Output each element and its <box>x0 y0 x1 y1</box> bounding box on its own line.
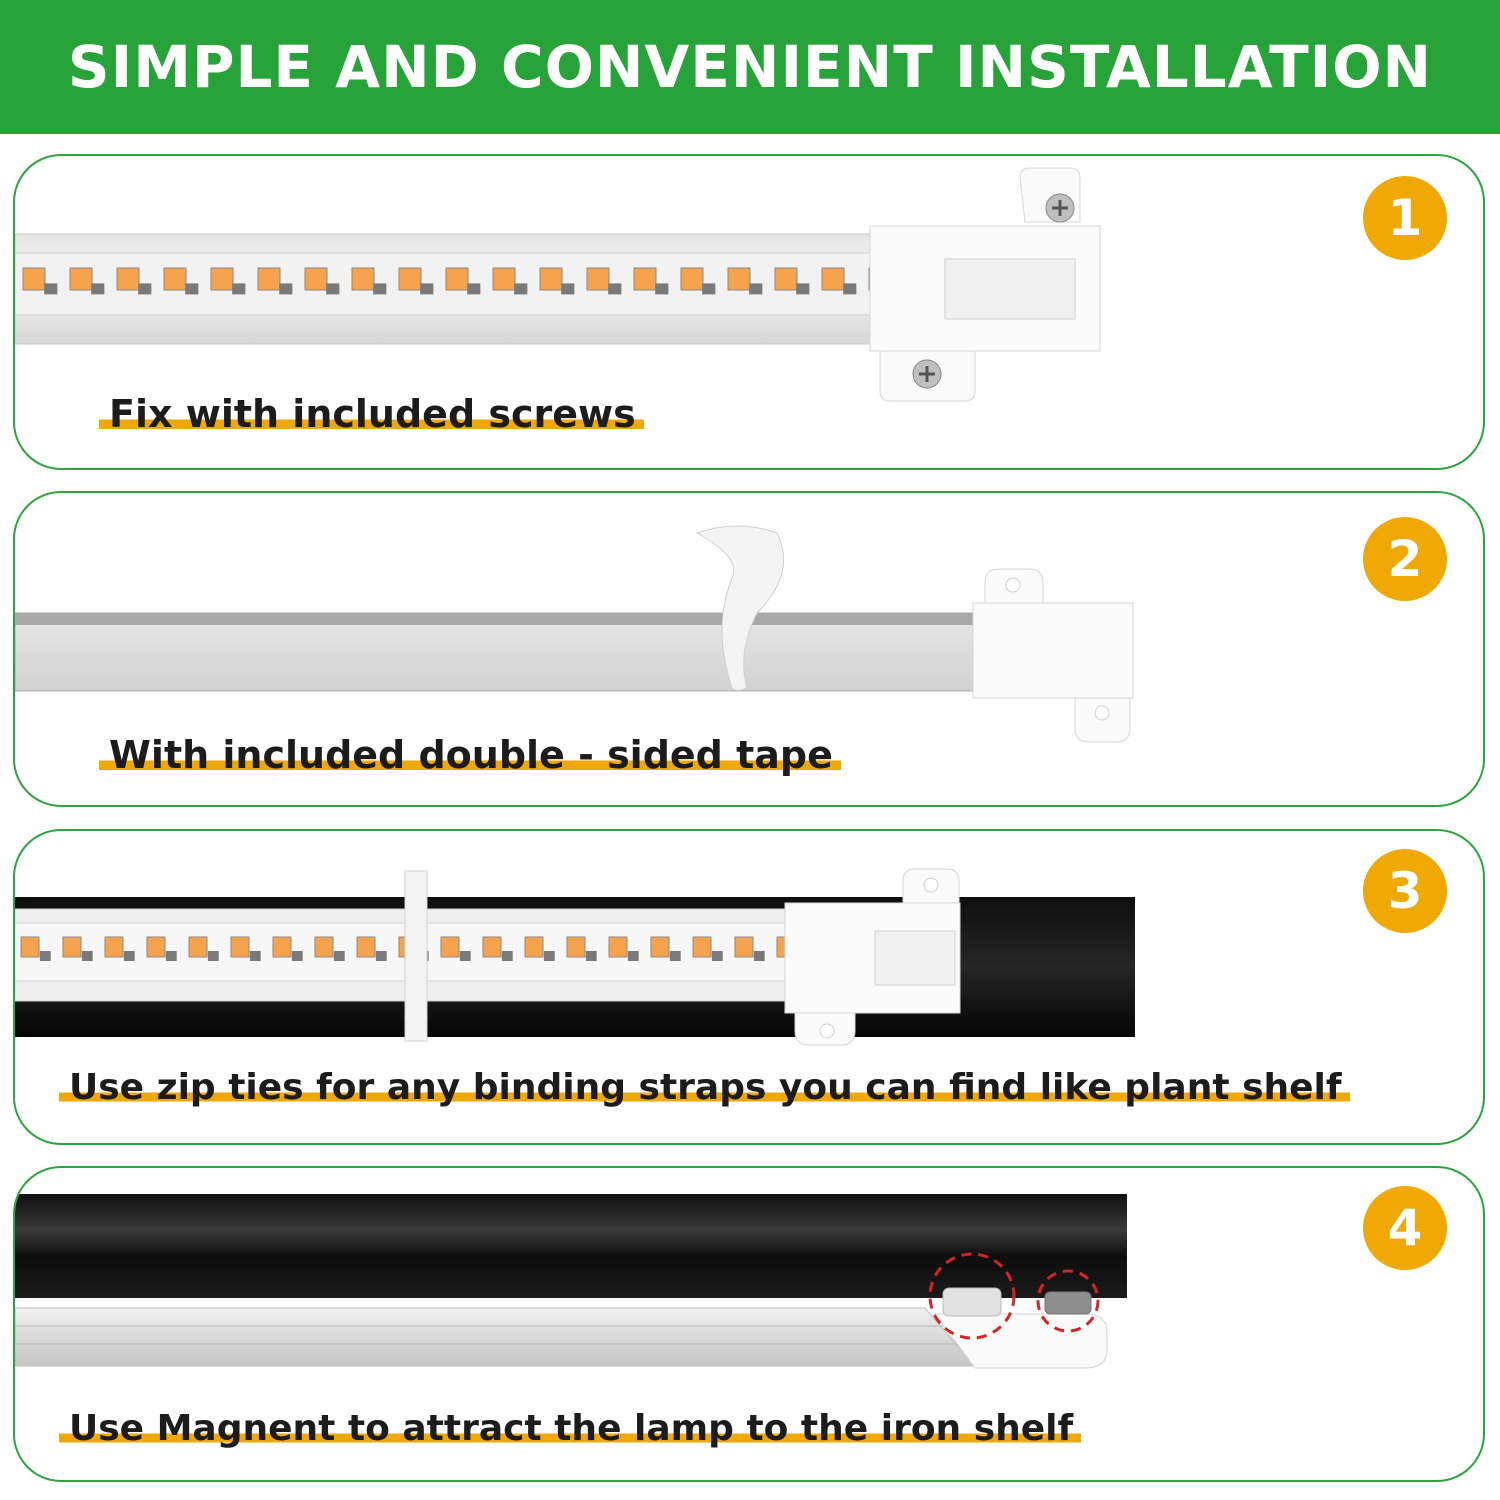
led-chip <box>727 267 751 291</box>
resistor-chip <box>185 283 199 295</box>
led-chip <box>566 936 586 958</box>
step-number-badge: 2 <box>1363 517 1447 601</box>
tape-liner <box>695 525 785 691</box>
led-strip-illustration <box>15 167 1101 402</box>
led-chip <box>539 267 563 291</box>
led-chip <box>257 267 281 291</box>
led-chip <box>314 936 334 958</box>
led-chip <box>398 267 422 291</box>
aluminum-channel <box>15 1307 977 1367</box>
led-chip <box>650 936 670 958</box>
led-chip <box>230 936 250 958</box>
step-caption: Fix with included screws <box>99 392 644 436</box>
resistor-chip <box>81 951 93 961</box>
resistor-chip <box>843 283 857 295</box>
led-chip <box>104 936 124 958</box>
step-caption: Use Magnent to attract the lamp to the i… <box>59 1408 1082 1449</box>
led-chip <box>20 936 40 958</box>
step-4-panel: 4 Use Magnent to attract the lamp to the… <box>13 1166 1485 1482</box>
led-chip <box>146 936 166 958</box>
title-banner: SIMPLE AND CONVENIENT INSTALLATION <box>0 0 1500 134</box>
resistor-chip <box>279 283 293 295</box>
magnet-illustration <box>15 1194 1127 1369</box>
magnet-highlight-circle <box>1036 1269 1100 1333</box>
resistor-chip <box>608 283 622 295</box>
resistor-chip <box>333 951 345 961</box>
resistor-chip <box>655 283 669 295</box>
led-chip <box>69 267 93 291</box>
resistor-chip <box>91 283 105 295</box>
led-chip <box>210 267 234 291</box>
aluminum-channel <box>15 612 976 692</box>
led-chip <box>188 936 208 958</box>
step-3-panel: 3 Use zip ties for any binding straps yo… <box>13 829 1485 1145</box>
end-cap <box>934 1313 1108 1369</box>
page-title: SIMPLE AND CONVENIENT INSTALLATION <box>67 33 1433 101</box>
led-chip <box>482 936 502 958</box>
led-chip <box>586 267 610 291</box>
step-2-panel: 2 With included double - sided tape <box>13 491 1485 807</box>
zip-tie <box>404 870 428 1042</box>
resistor-chip <box>711 951 723 961</box>
led-chip <box>440 936 460 958</box>
resistor-chip <box>138 283 152 295</box>
resistor-chip <box>749 283 763 295</box>
resistor-chip <box>373 283 387 295</box>
step-caption: Use zip ties for any binding straps you … <box>59 1067 1350 1108</box>
resistor-chip <box>165 951 177 961</box>
resistor-chip <box>39 951 51 961</box>
step-number-badge: 1 <box>1363 176 1447 260</box>
led-chip <box>692 936 712 958</box>
led-chip <box>633 267 657 291</box>
led-chip <box>734 936 754 958</box>
resistor-chip <box>123 951 135 961</box>
led-chip <box>356 936 376 958</box>
step-caption: With included double - sided tape <box>99 733 841 777</box>
led-chip <box>445 267 469 291</box>
resistor-chip <box>514 283 528 295</box>
tape-illustration <box>15 525 1134 743</box>
resistor-chip <box>627 951 639 961</box>
led-chip <box>163 267 187 291</box>
resistor-chip <box>44 283 58 295</box>
led-chip <box>492 267 516 291</box>
led-chip <box>304 267 328 291</box>
resistor-chip <box>543 951 555 961</box>
step-number-badge: 3 <box>1363 849 1447 933</box>
resistor-chip <box>207 951 219 961</box>
resistor-chip <box>459 951 471 961</box>
resistor-chip <box>375 951 387 961</box>
led-chip <box>821 267 845 291</box>
led-chip <box>608 936 628 958</box>
iron-shelf-bar <box>15 1194 1127 1298</box>
resistor-chip <box>796 283 810 295</box>
led-chip <box>272 936 292 958</box>
led-chip <box>351 267 375 291</box>
magnet-highlight-circle <box>928 1252 1016 1340</box>
resistor-chip <box>702 283 716 295</box>
resistor-chip <box>585 951 597 961</box>
led-chip <box>62 936 82 958</box>
resistor-chip <box>326 283 340 295</box>
step-1-panel: 1 Fix with included screws <box>13 154 1485 470</box>
resistor-chip <box>232 283 246 295</box>
magnet-icon <box>1044 1291 1092 1315</box>
resistor-chip <box>501 951 513 961</box>
resistor-chip <box>291 951 303 961</box>
magnet-icon <box>942 1287 1002 1317</box>
resistor-chip <box>467 283 481 295</box>
resistor-chip <box>420 283 434 295</box>
resistor-chip <box>249 951 261 961</box>
resistor-chip <box>669 951 681 961</box>
step-number-badge: 4 <box>1363 1186 1447 1270</box>
resistor-chip <box>561 283 575 295</box>
zip-tie-illustration <box>15 868 1135 1046</box>
led-chip <box>116 267 140 291</box>
led-chip <box>774 267 798 291</box>
led-chip <box>524 936 544 958</box>
resistor-chip <box>753 951 765 961</box>
led-chip <box>680 267 704 291</box>
end-cap <box>972 602 1134 699</box>
led-chip <box>22 267 46 291</box>
